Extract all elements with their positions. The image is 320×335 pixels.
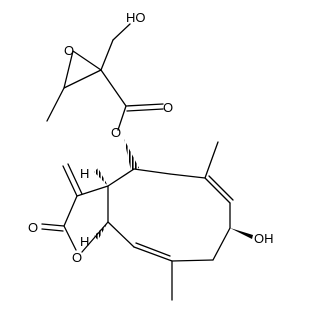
epoxide-substituent <box>46 23 131 122</box>
bond-ho-ch2 <box>112 23 131 41</box>
label-ester-carbonyl-o: O <box>163 100 173 115</box>
bond-r5 <box>212 227 231 261</box>
hashed-bond-o-c4 <box>124 139 139 171</box>
label-stereo-h-top: H <box>80 166 89 181</box>
bond-oepox-ch <box>63 50 74 89</box>
bond-r7b <box>135 242 171 257</box>
bond-l3 <box>63 225 77 251</box>
bond-ester-c-oring <box>117 105 127 131</box>
bond-r8 <box>107 221 135 248</box>
bond-lactone-co-1 <box>41 223 65 227</box>
label-ester-o: O <box>111 125 121 140</box>
chemical-structure: HO O O O O O OH H H <box>28 10 274 301</box>
hashed-bond-h-top <box>94 168 108 186</box>
wedge-bond-oh <box>230 228 253 239</box>
bond-methylene-2 <box>67 163 83 195</box>
bond-r2 <box>169 173 206 179</box>
bond-r1 <box>133 168 171 175</box>
bond-r7a <box>133 246 173 262</box>
bond-ester-c-o-1 <box>125 103 164 107</box>
bond-ch2-cq <box>100 39 114 71</box>
bond-l2 <box>63 195 78 227</box>
bond-ch-methyl <box>46 87 65 122</box>
bond-r6 <box>171 259 214 262</box>
hashed-bond-h-bottom <box>94 222 108 240</box>
label-hydroxymethyl: HO <box>126 10 146 25</box>
lactone-ring <box>41 163 109 253</box>
label-lactone-carbonyl-o: O <box>28 220 38 235</box>
bond-r3a <box>204 177 231 204</box>
label-ring-hydroxyl: OH <box>254 231 274 246</box>
ester-group <box>117 103 164 171</box>
bond-ch-cq <box>63 69 102 89</box>
bond-methyl-upper <box>204 141 219 179</box>
bond-ester-c-o-2 <box>126 108 164 112</box>
label-lactone-ring-o: O <box>72 250 82 265</box>
bond-methylene-1 <box>62 165 78 197</box>
label-epoxide-o: O <box>64 43 74 58</box>
bond-r3b <box>208 175 234 201</box>
bond-cq-carbonyl <box>100 69 127 107</box>
bond-lactone-co-2 <box>41 228 64 232</box>
label-stereo-h-bottom: H <box>80 234 89 249</box>
ten-membered-ring <box>107 141 253 301</box>
bond-r10 <box>107 168 135 187</box>
bond-cq-oepox <box>72 50 102 71</box>
